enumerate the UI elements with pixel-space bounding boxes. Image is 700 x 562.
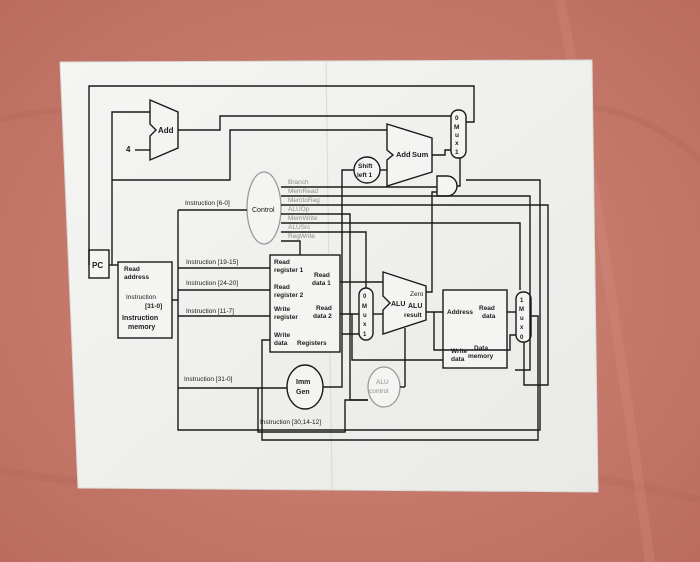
shift-label-2: left 1 xyxy=(357,172,373,179)
svg-text:Branch: Branch xyxy=(288,179,309,186)
svg-text:ALU: ALU xyxy=(408,303,422,310)
svg-text:register: register xyxy=(274,314,298,321)
svg-text:Write: Write xyxy=(274,306,291,313)
svg-text:0: 0 xyxy=(455,115,459,122)
svg-text:ALUSrc: ALUSrc xyxy=(288,224,311,231)
pc-source-mux-text: 0 M u x 1 xyxy=(454,115,459,156)
svg-text:Read: Read xyxy=(124,266,140,273)
svg-text:x: x xyxy=(455,140,459,147)
svg-text:x: x xyxy=(363,322,367,328)
svg-text:u: u xyxy=(455,132,459,139)
datapath-diagram: PC Add 4 Add Sum Shift left 1 0 M u x 1 … xyxy=(88,85,549,441)
svg-text:register 2: register 2 xyxy=(274,292,304,299)
svg-text:Read: Read xyxy=(479,305,495,312)
alu-control-label-1: ALU xyxy=(376,379,389,386)
shift-label-1: Shift xyxy=(358,163,373,170)
mem-to-reg-mux-text: 1 M u x 0 xyxy=(519,298,524,341)
svg-text:Zero: Zero xyxy=(410,291,424,298)
pc-adder xyxy=(149,98,179,162)
svg-text:Instruction: Instruction xyxy=(126,294,156,301)
svg-text:data: data xyxy=(274,340,288,347)
imm-gen xyxy=(286,364,324,410)
control-unit xyxy=(246,171,282,245)
alu-control-label-2: control xyxy=(369,388,389,395)
svg-text:Instruction: Instruction xyxy=(122,315,158,322)
svg-text:0: 0 xyxy=(363,294,367,300)
instr-field-opcode: Instruction [6-0] xyxy=(185,200,230,207)
branch-adder-label: Add xyxy=(396,150,411,159)
svg-text:u: u xyxy=(520,316,524,322)
svg-text:0: 0 xyxy=(520,335,524,341)
data-memory-text: Address Read data Write data Data memory xyxy=(447,305,496,363)
wires xyxy=(88,85,549,441)
svg-text:1: 1 xyxy=(363,332,367,338)
data-memory xyxy=(442,289,508,369)
svg-text:1: 1 xyxy=(520,298,524,304)
instr-field-rs2: Instruction [24-20] xyxy=(186,280,238,287)
branch-adder-sum: Sum xyxy=(412,150,429,159)
svg-text:Write: Write xyxy=(274,332,291,339)
shift-left-unit xyxy=(353,156,381,184)
pc-source-mux xyxy=(450,109,467,159)
svg-text:data 1: data 1 xyxy=(312,280,331,287)
instr-field-rd: Instruction [11-7] xyxy=(186,308,234,315)
svg-text:memory: memory xyxy=(128,324,155,331)
svg-text:Address: Address xyxy=(447,309,473,316)
pc-adder-label: Add xyxy=(158,126,174,135)
instr-field-rs1: Instruction [19-15] xyxy=(186,259,238,266)
svg-text:Read: Read xyxy=(314,272,330,279)
imm-gen-label-2: Gen xyxy=(296,389,310,396)
control-label: Control xyxy=(252,207,275,214)
alu-src-mux-text: 0 M u x 1 xyxy=(362,294,367,338)
imm-gen-label-1: Imm xyxy=(296,379,310,386)
svg-text:data 2: data 2 xyxy=(313,313,332,320)
svg-text:data: data xyxy=(451,356,465,363)
svg-text:M: M xyxy=(454,124,459,131)
svg-text:MemtoReg: MemtoReg xyxy=(288,197,320,204)
svg-text:M: M xyxy=(519,307,524,313)
svg-text:Registers: Registers xyxy=(297,340,327,347)
svg-text:[31-0]: [31-0] xyxy=(145,303,162,310)
instruction-memory-text: Read address Instruction [31-0] Instruct… xyxy=(122,266,162,331)
svg-text:address: address xyxy=(124,274,149,281)
pc-label: PC xyxy=(92,261,103,270)
svg-text:RegWrite: RegWrite xyxy=(288,233,315,240)
svg-text:MemWrite: MemWrite xyxy=(288,215,318,222)
constant-four: 4 xyxy=(126,145,131,154)
svg-text:Read: Read xyxy=(316,305,332,312)
svg-text:u: u xyxy=(363,313,367,319)
svg-text:Read: Read xyxy=(274,259,290,266)
branch-adder xyxy=(386,123,433,187)
svg-text:data: data xyxy=(482,313,496,320)
svg-text:ALUOp: ALUOp xyxy=(288,206,310,213)
control-signals: Branch MemRead MemtoReg ALUOp MemWrite A… xyxy=(288,179,320,240)
svg-text:M: M xyxy=(362,304,367,310)
instr-field-all: Instruction [31-0] xyxy=(184,376,233,383)
svg-text:Write: Write xyxy=(451,348,468,355)
alu-text: Zero ALU ALU result xyxy=(391,291,424,319)
svg-text:x: x xyxy=(520,325,524,331)
svg-text:memory: memory xyxy=(468,353,494,360)
register-file xyxy=(269,254,341,353)
svg-text:Read: Read xyxy=(274,284,290,291)
register-file-text: Read register 1 Read data 1 Read registe… xyxy=(274,259,332,347)
alu-control xyxy=(367,366,401,408)
svg-text:register 1: register 1 xyxy=(274,267,304,274)
instr-field-funct: Instruction [30,14-12] xyxy=(260,419,321,426)
svg-text:result: result xyxy=(404,312,423,319)
svg-text:MemRead: MemRead xyxy=(288,188,318,195)
svg-text:1: 1 xyxy=(455,149,459,156)
branch-and-gate xyxy=(436,175,458,197)
svg-text:Data: Data xyxy=(474,345,488,352)
svg-text:ALU: ALU xyxy=(391,301,405,308)
